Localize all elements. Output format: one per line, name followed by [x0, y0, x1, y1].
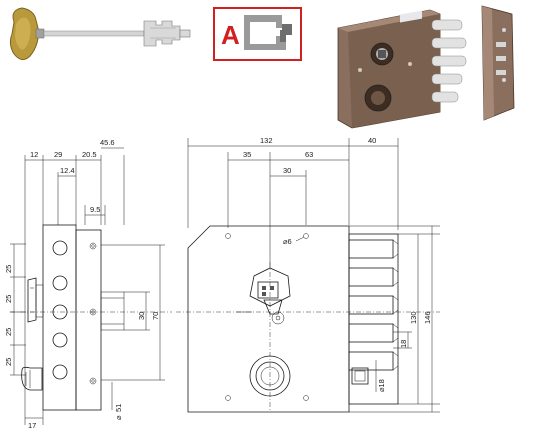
- side-view-drawing: 12 29 20.5 45.6 12.4 9.5: [4, 138, 172, 430]
- side-dim-30: 30: [137, 312, 146, 320]
- side-dim-51: 51: [114, 404, 123, 412]
- front-dim-130: 130: [409, 311, 418, 324]
- key-icon: [9, 7, 191, 60]
- front-dim-132: 132: [260, 136, 273, 145]
- side-dim-left-4: 25: [4, 358, 13, 366]
- front-dim-40: 40: [368, 136, 376, 145]
- front-dim-146: 146: [423, 311, 432, 324]
- front-dim-cyl-dia: ⌀18: [377, 379, 386, 392]
- front-dim-35: 35: [243, 150, 251, 159]
- side-dim-70: 70: [151, 312, 160, 320]
- key-photo: [9, 7, 191, 60]
- side-dim-dia-symbol: ⌀: [114, 415, 123, 420]
- front-dim-bolt-18: 18: [399, 340, 408, 348]
- lower-cylinder: [249, 355, 291, 397]
- cylinder-mechanism: [236, 267, 291, 325]
- door-profile-badge: A: [213, 7, 302, 61]
- side-dim-12: 12: [30, 150, 38, 159]
- side-dim-20-5: 20.5: [82, 150, 97, 159]
- side-dim-17: 17: [28, 421, 36, 430]
- front-dim-30: 30: [283, 166, 291, 175]
- lock-icon: [337, 5, 515, 129]
- door-profile-icon: [244, 15, 292, 50]
- side-dim-9-5: 9.5: [90, 205, 100, 214]
- side-dim-12-4: 12.4: [60, 166, 75, 175]
- front-view-drawing: 132 40 35 63 30 ⌀6: [176, 136, 440, 413]
- badge-letter: A: [221, 20, 240, 50]
- front-dim-dia-6: ⌀6: [283, 237, 292, 246]
- side-dim-45-6: 45.6: [100, 138, 115, 147]
- bolts-block: [348, 233, 399, 405]
- side-dim-left-3: 25: [4, 328, 13, 336]
- lock-photo: [337, 5, 515, 129]
- side-dim-left-1: 25: [4, 265, 13, 273]
- front-dim-63: 63: [305, 150, 313, 159]
- side-dim-left-2: 25: [4, 295, 13, 303]
- side-dim-29: 29: [54, 150, 62, 159]
